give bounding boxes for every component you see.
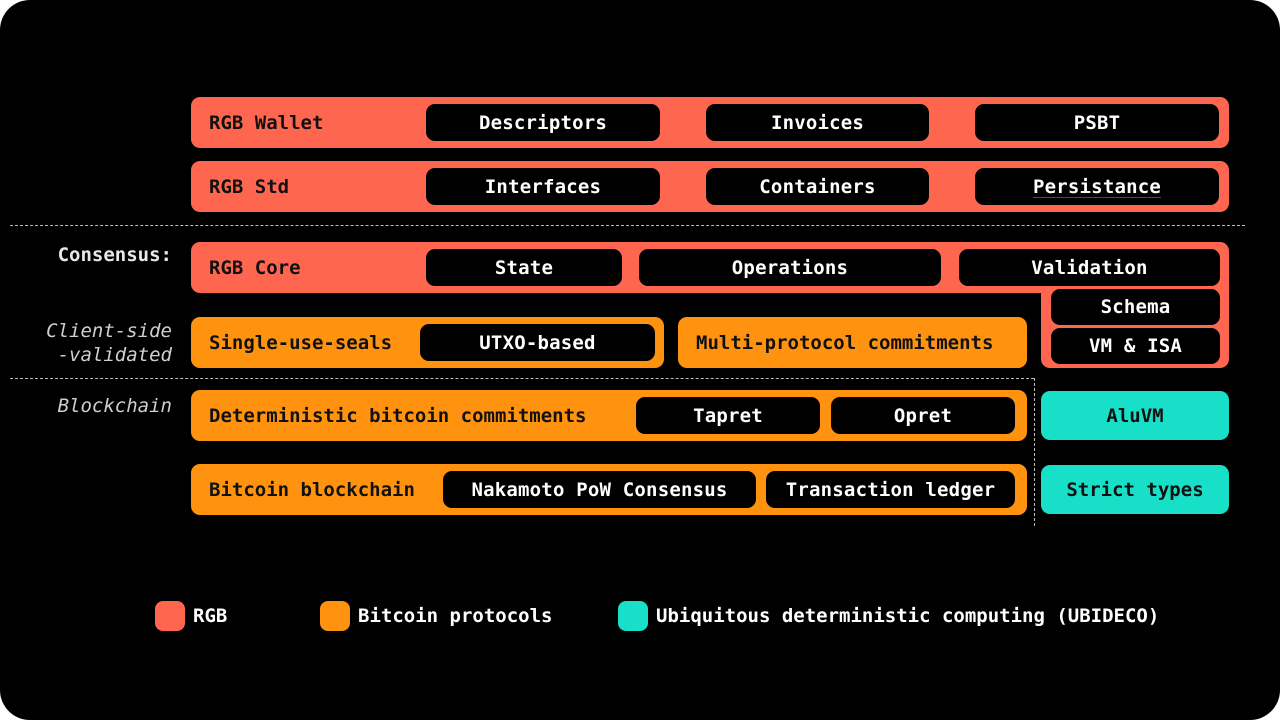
rgb-wallet-layer: RGB Wallet Descriptors Invoices PSBT — [191, 97, 1229, 148]
single-use-seals-label: Single-use-seals — [209, 331, 393, 354]
tapret-block: Tapret — [636, 397, 820, 434]
rgb-wallet-label: RGB Wallet — [209, 111, 324, 134]
invoices-block: Invoices — [706, 104, 929, 141]
blockchain-label: Blockchain — [57, 395, 172, 417]
multi-protocol-commitments-label: Multi-protocol commitments — [696, 331, 994, 354]
rgb-swatch — [155, 601, 185, 631]
persistance-block: Persistance — [975, 168, 1219, 205]
strict-types-label: Strict types — [1066, 478, 1204, 501]
descriptors-block: Descriptors — [426, 104, 660, 141]
aluvm-label: AluVM — [1106, 404, 1164, 427]
psbt-block: PSBT — [975, 104, 1219, 141]
consensus-divider — [10, 225, 1245, 226]
client-side-validated-label: Client-side -validated — [46, 319, 172, 367]
multi-protocol-commitments-layer: Multi-protocol commitments — [678, 317, 1027, 368]
rgb-std-label: RGB Std — [209, 175, 290, 198]
legend-bitcoin-label: Bitcoin protocols — [358, 605, 553, 627]
persistance-label: Persistance — [1032, 175, 1162, 198]
bitcoin-blockchain-layer: Bitcoin blockchain Nakamoto PoW Consensu… — [191, 464, 1027, 515]
interfaces-block: Interfaces — [426, 168, 660, 205]
validation-block: Validation — [959, 249, 1220, 286]
opret-block: Opret — [831, 397, 1015, 434]
legend-rgb: RGB — [155, 601, 227, 631]
ubideco-divider — [1034, 378, 1035, 526]
vm-isa-block: VM & ISA — [1051, 328, 1220, 364]
transaction-ledger-block: Transaction ledger — [766, 471, 1015, 508]
aluvm-block: AluVM — [1041, 391, 1229, 440]
deterministic-commitments-label: Deterministic bitcoin commitments — [209, 404, 587, 427]
legend-ubideco-label: Ubiquitous deterministic computing (UBID… — [656, 605, 1160, 627]
blockchain-divider — [10, 378, 1034, 379]
rgb-core-label: RGB Core — [209, 256, 301, 279]
schema-block: Schema — [1051, 289, 1220, 325]
legend-ubideco: Ubiquitous deterministic computing (UBID… — [618, 601, 1159, 631]
consensus-label: Consensus: — [57, 244, 172, 266]
utxo-based-block: UTXO-based — [420, 324, 655, 361]
legend-bitcoin: Bitcoin protocols — [320, 601, 552, 631]
strict-types-block: Strict types — [1041, 465, 1229, 514]
deterministic-commitments-layer: Deterministic bitcoin commitments Tapret… — [191, 390, 1027, 441]
single-use-seals-layer: Single-use-seals UTXO-based — [191, 317, 664, 368]
operations-block: Operations — [639, 249, 941, 286]
client-side-line2: -validated — [57, 344, 172, 366]
bitcoin-blockchain-label: Bitcoin blockchain — [209, 478, 415, 501]
containers-block: Containers — [706, 168, 929, 205]
state-block: State — [426, 249, 622, 286]
rgb-std-layer: RGB Std Interfaces Containers Persistanc… — [191, 161, 1229, 212]
ubideco-swatch — [618, 601, 648, 631]
nakamoto-pow-block: Nakamoto PoW Consensus — [443, 471, 756, 508]
bitcoin-swatch — [320, 601, 350, 631]
client-side-line1: Client-side — [46, 320, 172, 342]
legend-rgb-label: RGB — [193, 605, 228, 627]
